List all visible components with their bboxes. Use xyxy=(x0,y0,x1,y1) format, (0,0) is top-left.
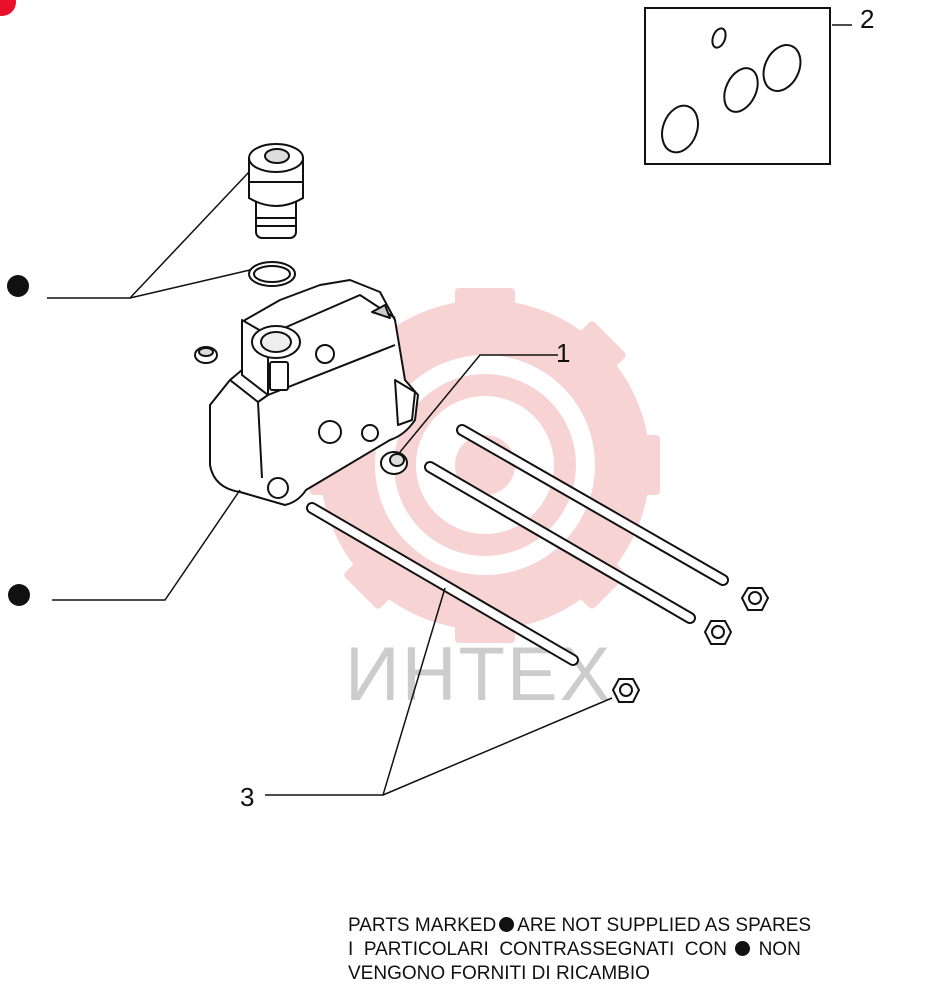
plug-oring xyxy=(248,261,296,287)
callout-1: 1 xyxy=(556,338,570,368)
corner-mark-icon xyxy=(0,0,16,16)
small-pin xyxy=(194,346,218,364)
hex-nut-3 xyxy=(611,678,641,703)
hex-nut-2 xyxy=(703,620,733,645)
callout-2: 2 xyxy=(860,4,874,34)
leader-lines xyxy=(47,24,852,796)
not-supplied-marker-icon xyxy=(8,584,30,606)
callout-3: 3 xyxy=(240,782,254,812)
plug-screw xyxy=(248,143,304,239)
tie-rod-2 xyxy=(424,461,696,624)
tie-rod-3 xyxy=(306,502,579,666)
valve-body xyxy=(209,279,419,506)
note-line-2: I PARTICOLARI CONTRASSEGNATI CON NON xyxy=(348,939,801,960)
watermark-text: ИНТЕХ xyxy=(345,632,612,717)
note-line-3: VENGONO FORNITI DI RICAMBIO xyxy=(348,963,650,984)
filled-dot-icon xyxy=(735,941,751,956)
not-supplied-marker-icon xyxy=(7,275,29,297)
hex-nut-1 xyxy=(740,587,770,611)
tie-rod-1 xyxy=(456,424,729,586)
grommet xyxy=(380,451,408,475)
filled-dot-icon xyxy=(499,917,515,932)
oring-kit-box xyxy=(644,7,831,165)
